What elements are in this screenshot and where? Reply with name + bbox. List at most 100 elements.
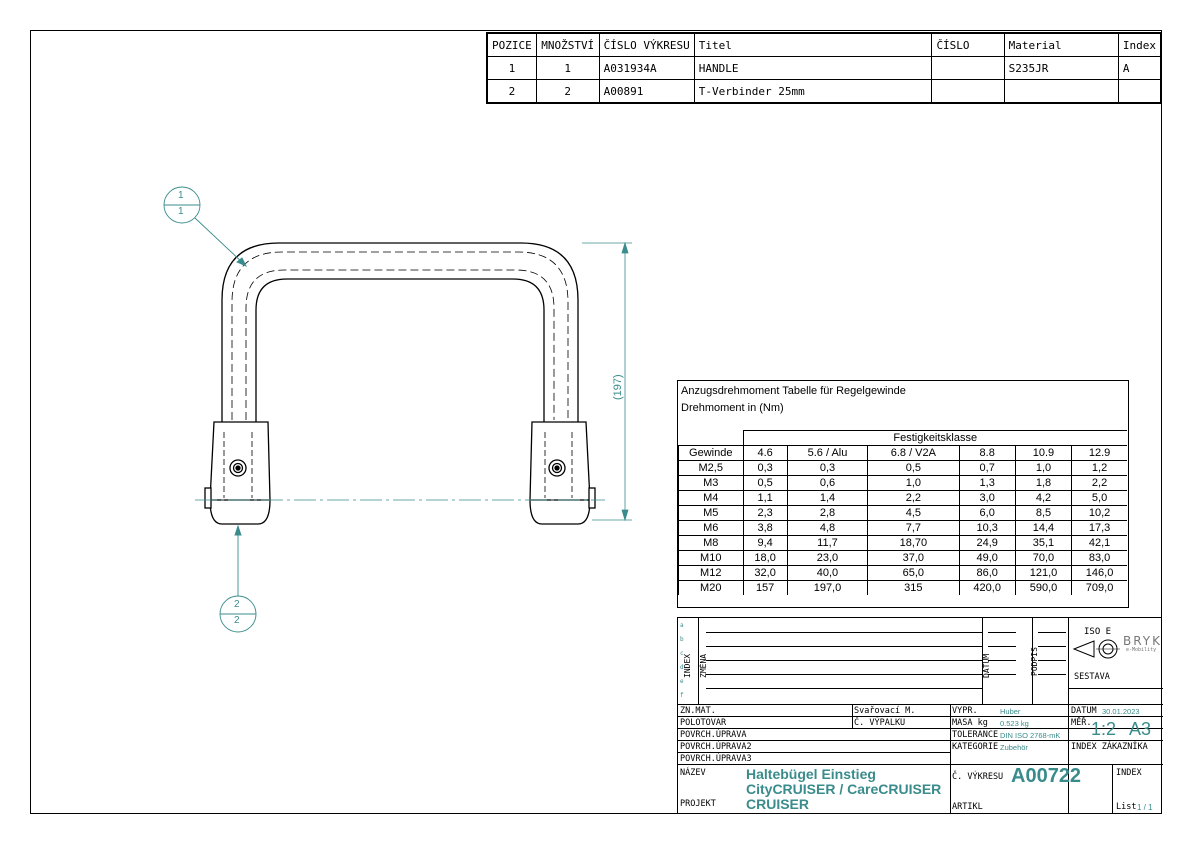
bryk-logo-sub: e-Mobility bbox=[1126, 647, 1157, 653]
torque-col-header: 6.8 / V2A bbox=[867, 445, 960, 461]
bom-cell: A bbox=[1117, 56, 1162, 80]
torque-cell: M5 bbox=[678, 505, 744, 521]
znmat-label: ZN.MAT. bbox=[680, 706, 716, 716]
torque-cell: 0,3 bbox=[742, 460, 788, 476]
list-label: List bbox=[1116, 802, 1137, 812]
torque-cell: 0,5 bbox=[867, 460, 960, 476]
torque-header-row: Gewinde 4.6 5.6 / Alu 6.8 / V2A 8.8 10.9… bbox=[678, 445, 1127, 461]
sestava-label: SESTAVA bbox=[1074, 672, 1110, 682]
bom-header-cislo: ČÍSLO bbox=[931, 32, 1005, 57]
scale-value: 1:2 bbox=[1091, 719, 1117, 739]
title-block: a b c d e f INDEX ZMĚNA DATUM PODPIS ISO… bbox=[677, 617, 1163, 814]
handle-outer-contour bbox=[221, 242, 579, 422]
t-connector-right bbox=[529, 421, 596, 525]
projekt-label: PROJEKT bbox=[680, 799, 716, 809]
torque-col-header: Gewinde bbox=[678, 445, 744, 461]
torque-cell: 5,0 bbox=[1071, 490, 1127, 506]
kategorie-value: Zubehör bbox=[1000, 743, 1028, 752]
torque-cell: 121,0 bbox=[1014, 565, 1073, 581]
bom-cell: 1 bbox=[486, 56, 537, 80]
datum-label: DATUM bbox=[1071, 706, 1097, 716]
bom-row: 2 2 A00891 T-Verbinder 25mm bbox=[486, 79, 1162, 104]
vypr-value: Huber bbox=[1000, 707, 1021, 716]
torque-cell: 1,4 bbox=[786, 490, 869, 506]
bom-cell: T-Verbinder 25mm bbox=[693, 79, 933, 104]
povrch1-label: POVRCH.ÚPRAVA bbox=[680, 730, 747, 740]
podpis-column-label: PODPIS bbox=[1030, 647, 1039, 676]
torque-cell: 70,0 bbox=[1014, 550, 1073, 566]
index-label: INDEX bbox=[683, 653, 692, 678]
bom-cell: 2 bbox=[535, 79, 600, 104]
index-zakaznika-label: INDEX ZÁKAZNÍKA bbox=[1071, 742, 1148, 752]
torque-cell: 0,6 bbox=[786, 475, 869, 491]
torque-cell: 18,0 bbox=[742, 550, 788, 566]
torque-cell: 590,0 bbox=[1014, 580, 1073, 595]
torque-cell: 0,5 bbox=[742, 475, 788, 491]
torque-group-header: Festigkeitsklasse bbox=[742, 430, 1127, 446]
torque-cell: 17,3 bbox=[1071, 520, 1127, 536]
torque-cell: 32,0 bbox=[742, 565, 788, 581]
torque-table-title: Anzugsdrehmoment Tabelle für Regelgewind… bbox=[681, 385, 906, 397]
projekt-value: CRUISER bbox=[746, 796, 810, 812]
torque-cell: 1,8 bbox=[1014, 475, 1073, 491]
bom-cell: HANDLE bbox=[693, 56, 933, 80]
balloon-1-sublabel: 1 bbox=[178, 206, 184, 217]
tolerance-value: DIN ISO 2768-mK bbox=[1000, 731, 1061, 740]
torque-cell: M2,5 bbox=[678, 460, 744, 476]
torque-cell: M8 bbox=[678, 535, 744, 551]
balloon-2-label: 2 bbox=[234, 599, 240, 610]
torque-cell: 24,9 bbox=[958, 535, 1016, 551]
balloon-2-sublabel: 2 bbox=[234, 615, 240, 626]
torque-cell: 1,3 bbox=[958, 475, 1016, 491]
cvykresu-label: Č. VÝKRESU bbox=[952, 772, 1004, 782]
bom-cell bbox=[931, 56, 1005, 80]
torque-cell: 6,0 bbox=[958, 505, 1016, 521]
torque-cell: M3 bbox=[678, 475, 744, 491]
torque-cell: 83,0 bbox=[1071, 550, 1127, 566]
torque-cell: 35,1 bbox=[1014, 535, 1073, 551]
masa-label: MASA kg bbox=[952, 718, 988, 728]
torque-cell: 157 bbox=[742, 580, 788, 595]
dimension-label: (197) bbox=[612, 374, 624, 400]
torque-cell: 4,5 bbox=[867, 505, 960, 521]
kategorie-label: KATEGORIE bbox=[952, 742, 999, 752]
torque-cell: 1,0 bbox=[867, 475, 960, 491]
torque-cell: 1,2 bbox=[1071, 460, 1127, 476]
c-vypalku-label: Č. VÝPALKU bbox=[854, 718, 906, 728]
polotovar-label: POLOTOVAR bbox=[680, 718, 727, 728]
bom-row: 1 1 A031934A HANDLE S235JR A bbox=[486, 56, 1162, 80]
torque-cell: M20 bbox=[678, 580, 744, 595]
part-name-line1: Haltebügel Einstieg bbox=[746, 766, 876, 782]
torque-cell: 2,3 bbox=[742, 505, 788, 521]
torque-cell: 197,0 bbox=[786, 580, 869, 595]
torque-cell: 10,2 bbox=[1071, 505, 1127, 521]
torque-col-header: 4.6 bbox=[742, 445, 788, 461]
torque-cell: 7,7 bbox=[867, 520, 960, 536]
bryk-logo: BRYK bbox=[1123, 634, 1163, 648]
torque-cell: 40,0 bbox=[786, 565, 869, 581]
torque-cell: 0,7 bbox=[958, 460, 1016, 476]
datum-column-label: DATUM bbox=[982, 653, 991, 678]
torque-cell: 65,0 bbox=[867, 565, 960, 581]
torque-cell: 3,0 bbox=[958, 490, 1016, 506]
handle-inner-contour bbox=[255, 278, 545, 422]
torque-cell: 420,0 bbox=[958, 580, 1016, 595]
torque-cell: 10,3 bbox=[958, 520, 1016, 536]
balloon-1-label: 1 bbox=[178, 190, 184, 201]
torque-cell: 0,3 bbox=[786, 460, 869, 476]
torque-cell: 49,0 bbox=[958, 550, 1016, 566]
povrch2-label: POVRCH.ÚPRAVA2 bbox=[680, 742, 752, 752]
masa-value: 0.523 kg bbox=[1000, 719, 1029, 728]
rev-letter: c bbox=[680, 650, 684, 657]
bom-cell: A031934A bbox=[598, 56, 695, 80]
svarovaci-label: Svařovací M. bbox=[854, 706, 916, 716]
torque-cell: 11,7 bbox=[786, 535, 869, 551]
bill-of-materials: POZICE MNOŽSTVÍ ČÍSLO VÝKRESU Titel ČÍSL… bbox=[486, 32, 1162, 104]
torque-cell: 2,2 bbox=[1071, 475, 1127, 491]
bom-cell: S235JR bbox=[1003, 56, 1119, 80]
list-value: 1 / 1 bbox=[1137, 803, 1153, 812]
